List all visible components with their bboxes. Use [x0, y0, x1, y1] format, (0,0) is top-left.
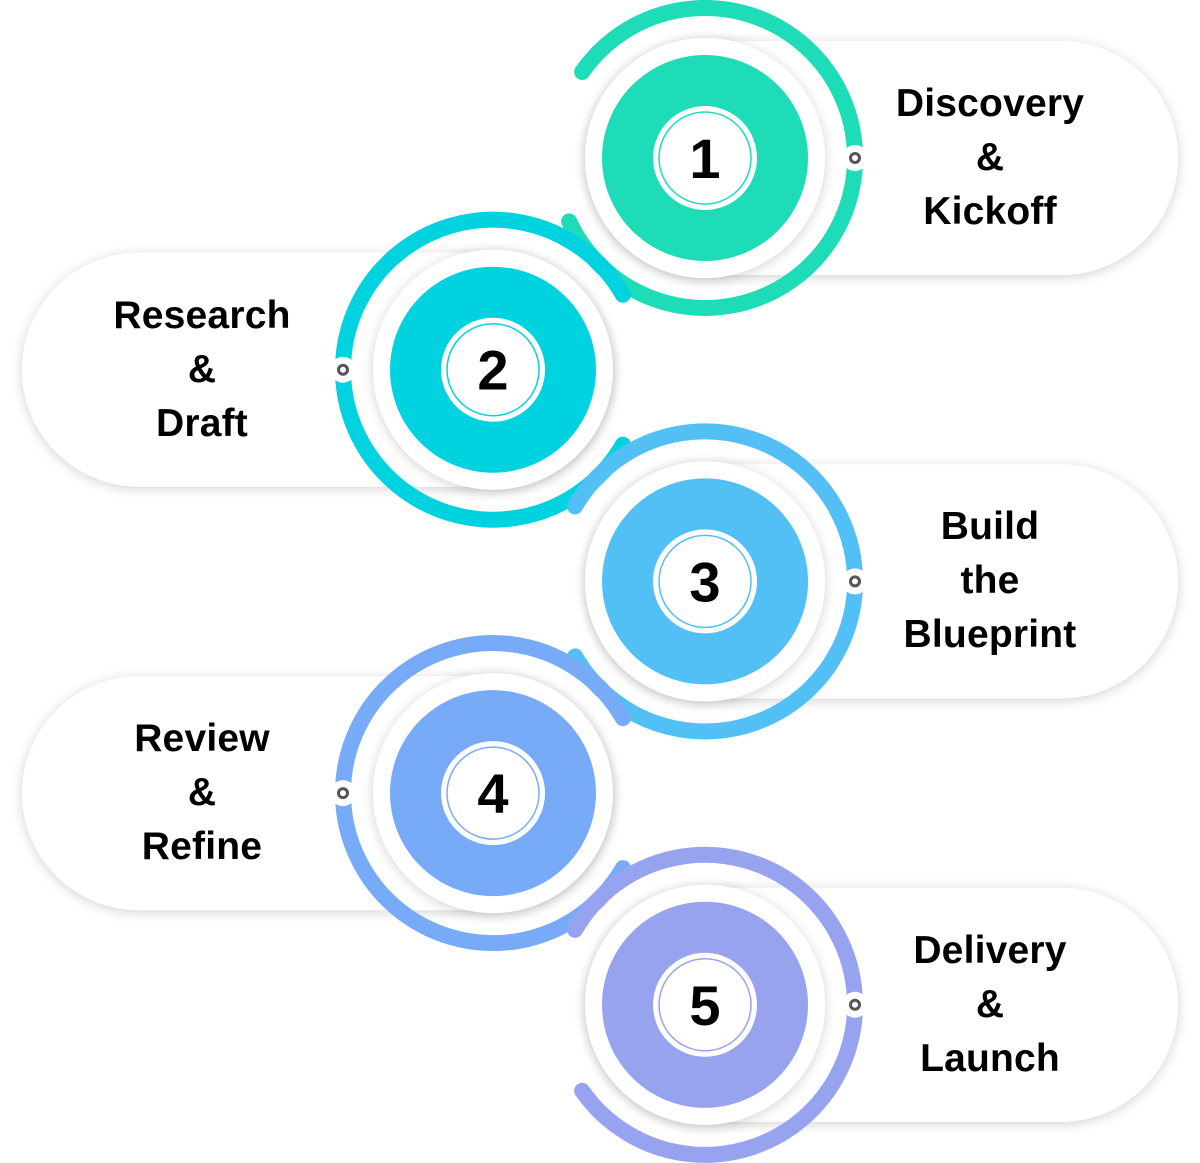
step-label-line3: Draft	[155, 401, 248, 445]
step-label-line1: Delivery	[913, 928, 1067, 972]
step-4-number: 4	[477, 762, 508, 825]
step-label-line3: Kickoff	[923, 190, 1057, 233]
step-1-number: 1	[689, 127, 720, 190]
step-1-number-ring	[658, 111, 752, 205]
step-label-line1: Research	[113, 293, 291, 337]
step-2-number: 2	[477, 339, 508, 402]
connector-dot-icon	[337, 363, 349, 376]
step-label-line3: Launch	[920, 1036, 1060, 1080]
step-label-line1: Build	[940, 505, 1040, 549]
step-label-line1: Discovery	[895, 82, 1085, 125]
connector-dot-icon	[849, 152, 861, 164]
step-1-dot-gap	[842, 145, 868, 171]
step-1-number-bg	[653, 106, 757, 210]
step-label-line2: &	[187, 347, 217, 391]
step-label-line2: the	[960, 559, 1020, 603]
step-4-number-bg	[441, 741, 545, 846]
step-label-line3: Refine	[141, 825, 263, 869]
step-5-number-bg	[653, 952, 757, 1057]
step-label-line3: Blueprint	[903, 613, 1077, 657]
connector-dot-icon	[337, 787, 349, 800]
step-5-label: Delivery & Launch	[840, 924, 1140, 1086]
step-3-dot-gap	[842, 568, 868, 595]
step-1-label: Discovery & Kickoff	[840, 77, 1140, 239]
step-5-number-ring	[658, 958, 752, 1052]
step-4-label: Review & Refine	[52, 712, 352, 874]
connector-dot-icon	[849, 575, 861, 588]
step-label-line2: &	[975, 136, 1005, 179]
step-5-number: 5	[689, 974, 720, 1037]
step-label-line2: &	[187, 771, 217, 815]
connector-dot-icon	[849, 998, 861, 1011]
step-3-number-bg	[653, 529, 757, 634]
step-4-dot-gap	[330, 780, 356, 807]
step-3-number-ring	[658, 534, 752, 629]
step-2-number-bg	[441, 317, 545, 422]
step-2-dot-gap	[330, 356, 356, 383]
step-2-label: Research & Draft	[52, 289, 352, 451]
step-label-line2: &	[975, 982, 1005, 1026]
step-2-number-ring	[446, 322, 540, 417]
step-3-number: 3	[689, 550, 720, 613]
step-4-number-ring	[446, 746, 540, 840]
step-5-dot-gap	[842, 991, 868, 1018]
step-label-line1: Review	[134, 717, 270, 761]
